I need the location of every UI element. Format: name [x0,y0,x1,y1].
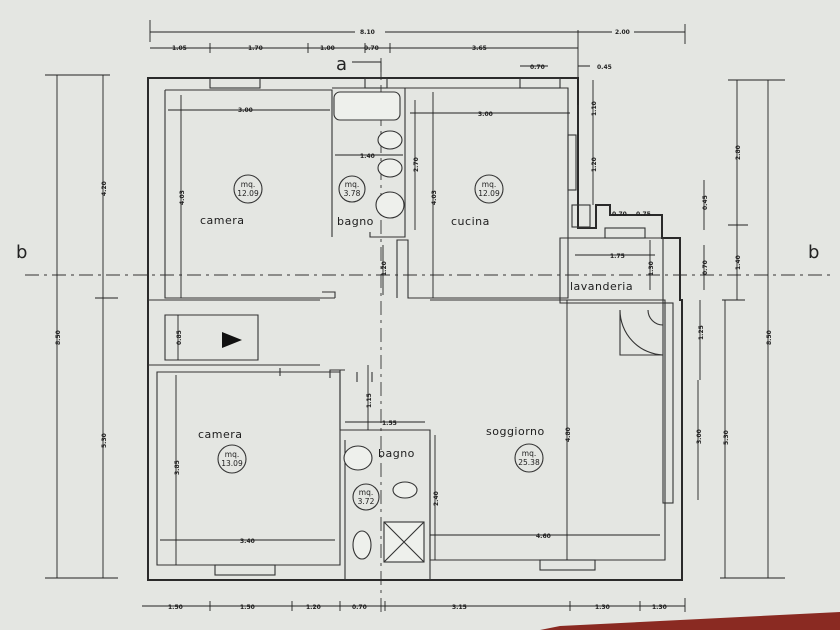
area-label: mq. [225,450,239,459]
dimension-label: 1.40 [360,153,375,160]
dimension-label: 1.30 [595,604,610,611]
room-area: 3.78 [344,189,361,198]
dimension-label: 1.40 [735,255,742,270]
dimension-label: 4.20 [101,181,108,196]
dimension-label: 1.50 [168,604,183,611]
dimension-label: 3.40 [240,538,255,545]
section-arrow-a [352,61,382,78]
dimension-label: 1.50 [240,604,255,611]
dimension-label: 1.25 [698,325,705,340]
bathtub-icon [333,91,401,121]
dimension-label: 3.00 [478,111,493,118]
area-badge [474,174,504,204]
dimension-label: 1.00 [320,45,335,52]
dimension-label: 3.85 [174,460,181,475]
bidet-icon [352,530,372,560]
dimension-label: 3.00 [696,429,703,444]
room-name: camera [198,428,243,441]
walls [147,77,683,581]
section-marker-b-left: b [16,242,27,263]
dimension-label: 1.05 [172,45,187,52]
dimension-label: 0.70 [702,260,709,275]
toilet-icon [392,481,418,499]
area-badge [352,483,380,511]
dimension-label: 4.03 [431,190,438,205]
dimension-label: 1.30 [652,604,667,611]
section-marker-b-right: b [808,242,819,263]
dimension-label: 1.70 [248,45,263,52]
area-badge [217,444,247,474]
table-edge [540,612,840,630]
dimension-label: 4.80 [565,427,572,442]
area-label: mq. [345,180,359,189]
dimension-label: 2.70 [413,157,420,172]
room-area: 25.38 [518,458,540,467]
room-area: 12.09 [237,189,259,198]
area-badge [233,174,263,204]
room-name: soggiorno [486,425,545,438]
dimension-label: 1.15 [366,393,373,408]
room-area: 3.72 [358,497,375,506]
room-name: cucina [451,215,490,228]
dimension-label: 8.50 [55,330,62,345]
dimension-label: 1.55 [382,420,397,427]
dimension-label: 1.10 [591,101,598,116]
area-badge [514,443,544,473]
dimension-label: 0.70 [364,45,379,52]
entrance-arrow-icon [222,332,242,348]
room-name: lavanderia [570,280,633,293]
dimension-label: 4.03 [179,190,186,205]
bidet-icon [377,130,403,150]
toilet-icon [377,158,403,178]
dimension-label: 1.30 [648,261,655,276]
dimension-label: 5.30 [723,430,730,445]
dimension-label: 4.60 [536,533,551,540]
room-name: bagno [378,447,415,460]
dimension-label: 5.30 [101,433,108,448]
area-badge [338,175,366,203]
area-label: mq. [482,180,496,189]
dimension-label: 0.85 [176,330,183,345]
dimension-lines [45,20,785,612]
dimension-label: 0.70 [352,604,367,611]
room-area: 12.09 [478,189,500,198]
room-name: camera [200,214,245,227]
sink-icon [375,191,405,219]
area-label: mq. [241,180,255,189]
area-label: mq. [359,488,373,497]
dimension-label: 8.10 [360,29,375,36]
dimension-label: 3.15 [452,604,467,611]
dimension-label: 1.20 [306,604,321,611]
dimension-label: 1.20 [381,261,388,276]
area-label: mq. [522,449,536,458]
room-name: bagno [337,215,374,228]
dimension-label: 2.40 [433,491,440,506]
dimension-label: 1.20 [591,157,598,172]
dimension-label: 3.00 [238,107,253,114]
dimension-label: 1.75 [610,253,625,260]
dimension-label: 0.45 [702,195,709,210]
dimension-label: 3.65 [472,45,487,52]
bathroom-fixtures [333,91,425,563]
room-area: 13.09 [221,459,243,468]
dimension-label: 0.70 [612,211,627,218]
dimension-label: 8.50 [766,330,773,345]
dimension-label: 2.80 [735,145,742,160]
sink-icon [343,445,373,471]
dimension-label: 0.70 [530,64,545,71]
dimension-label: 0.45 [597,64,612,71]
dimension-label: 2.00 [615,29,630,36]
dimension-label: 0.75 [636,211,651,218]
section-marker-a: a [336,54,347,75]
